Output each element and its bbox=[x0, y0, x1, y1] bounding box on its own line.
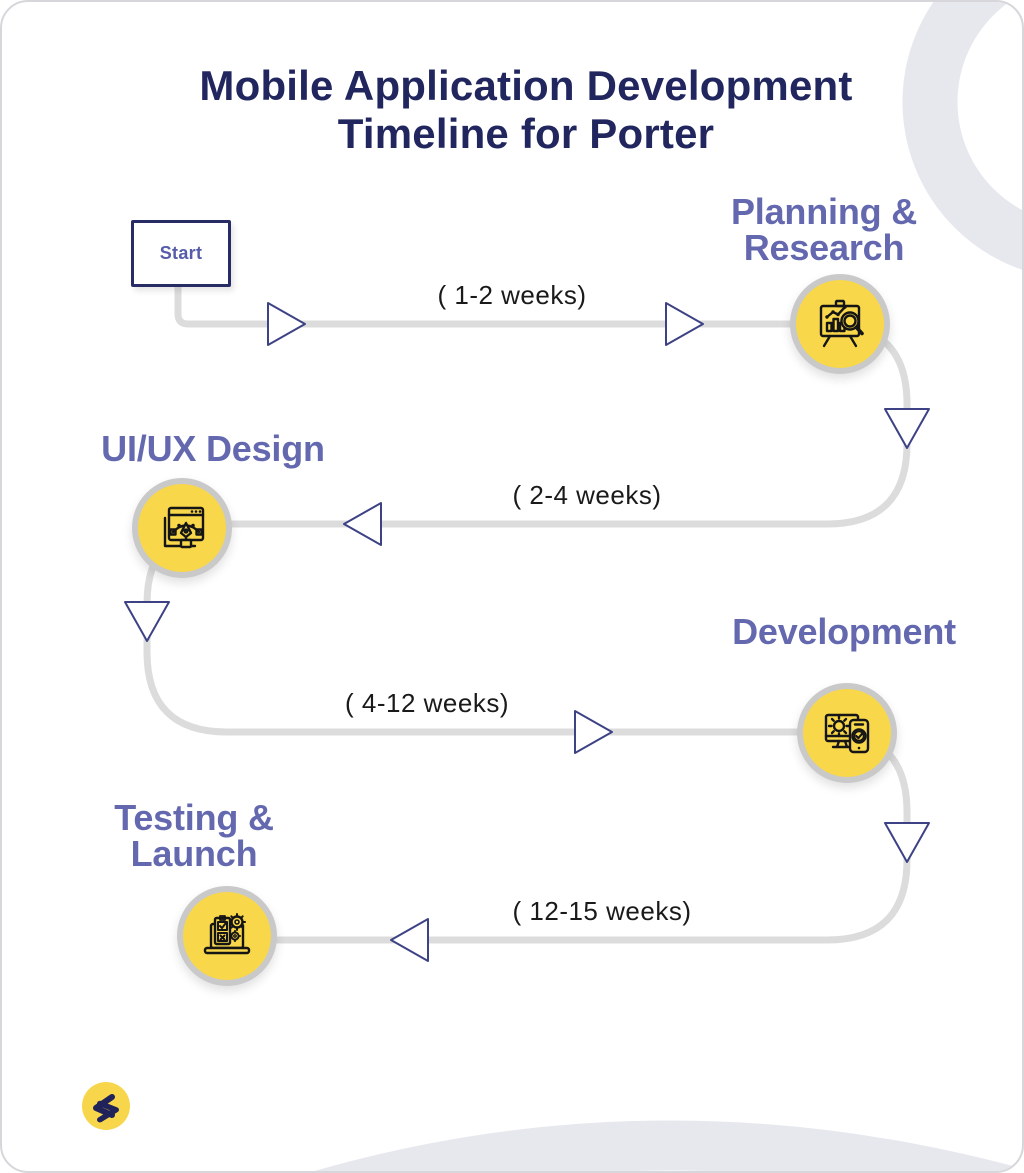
arrow-down-icon bbox=[124, 601, 170, 642]
arrow-left-icon bbox=[343, 502, 382, 546]
decorative-swoosh-icon bbox=[314, 1120, 1022, 1171]
stage-title-uiux-design: UI/UX Design bbox=[101, 428, 325, 469]
decorative-ring-icon bbox=[902, 2, 1022, 270]
stage-title-development: Development bbox=[732, 611, 956, 652]
arrow-right-icon bbox=[574, 710, 613, 754]
pen-tool-design-icon bbox=[163, 506, 205, 549]
arrow-down-icon bbox=[884, 408, 930, 449]
page-title: Mobile Application Development Timeline … bbox=[199, 62, 853, 158]
start-label: Start bbox=[159, 243, 203, 263]
monitor-phone-gear-icon bbox=[824, 713, 870, 754]
stage-node-uiux-design bbox=[132, 478, 232, 578]
stage-title-planning-research: Planning & Research bbox=[731, 191, 917, 268]
stage-node-planning-research bbox=[790, 274, 890, 374]
stage-node-testing-launch bbox=[177, 886, 277, 986]
duration-label-testing: ( 12-15 weeks) bbox=[512, 896, 692, 926]
duration-label-development: ( 4-12 weeks) bbox=[345, 688, 509, 718]
stage-node-development bbox=[797, 683, 897, 783]
duration-label-planning: ( 1-2 weeks) bbox=[437, 280, 587, 310]
arrow-down-icon bbox=[884, 822, 930, 863]
arrow-right-icon bbox=[665, 302, 704, 346]
start-node: Start bbox=[131, 220, 231, 287]
stage-title-testing-launch: Testing & Launch bbox=[114, 797, 274, 874]
duration-label-uiux: ( 2-4 weeks) bbox=[512, 480, 662, 510]
laptop-checklist-gear-icon bbox=[203, 913, 251, 955]
double-chevron-code-logo-icon bbox=[82, 1082, 130, 1130]
arrow-right-icon bbox=[267, 302, 306, 346]
presentation-analysis-icon bbox=[819, 299, 864, 348]
arrow-left-icon bbox=[390, 918, 429, 962]
